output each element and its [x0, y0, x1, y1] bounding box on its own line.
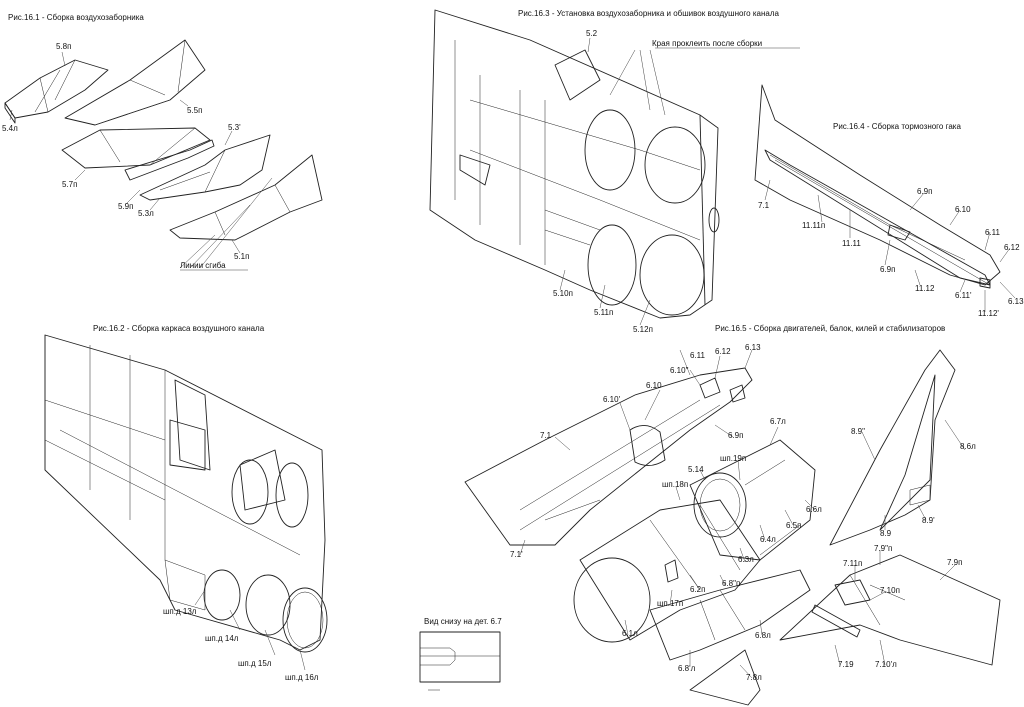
label-f5-5-14: 5.14: [688, 465, 704, 474]
label-5-4l: 5.4л: [2, 124, 18, 133]
label-f4-11-11n: 11.11п: [802, 221, 826, 230]
label-f5-6-9n: 6.9п: [728, 431, 744, 440]
label-sp13: шп.д 13л: [163, 607, 197, 616]
label-f5-7-11n: 7.11п: [843, 559, 863, 568]
label-5-3l: 5.3л: [138, 209, 154, 218]
label-f5-8-6l: 8.6л: [960, 442, 976, 451]
label-5-12n: 5.12п: [633, 325, 653, 334]
label-f5-6-8l: 6.8л: [755, 631, 771, 640]
fig1-title: Рис.16.1 - Сборка воздухозаборника: [8, 13, 144, 22]
label-f5-6-10: 6.10: [646, 381, 662, 390]
fig2-duct-frame: [44, 334, 328, 671]
label-5-11n: 5.11п: [594, 308, 614, 317]
label-f4-6-9n-a: 6.9п: [917, 187, 933, 196]
label-5-5n: 5.5п: [187, 106, 203, 115]
label-f5-6-4l: 6.4л: [760, 535, 776, 544]
label-5-10n: 5.10п: [553, 289, 573, 298]
fig1-intake-parts: [4, 39, 323, 271]
label-f5-sp19n: шп.19п: [720, 454, 747, 463]
label-f4-6-10: 6.10: [955, 205, 971, 214]
label-f4-6-9n-b: 6.9п: [880, 265, 896, 274]
label-f5-6-11: 6.11: [690, 351, 705, 360]
label-f5-6-12: 6.12: [715, 347, 731, 356]
label-f5-6-2n: 6.2п: [690, 585, 706, 594]
label-f5-6-8p-l: 6.8'л: [678, 664, 696, 673]
label-f4-11-12-prime: 11.12': [978, 309, 999, 318]
fig4-tail-hook: [754, 84, 1016, 312]
label-f5-sp18n: шп.18п: [662, 480, 689, 489]
label-f5-7-10p-l: 7.10'л: [875, 660, 897, 669]
label-f5-7-9dd-n: 7.9"п: [874, 544, 893, 553]
fig2-title: Рис.16.2 - Сборка каркаса воздушного кан…: [93, 324, 265, 333]
fig3-title: Рис.16.3 - Установка воздухозаборника и …: [518, 9, 779, 18]
fig5-title: Рис.16.5 - Сборка двигателей, балок, кил…: [715, 324, 946, 333]
label-f5-8-9dd: 8.9": [851, 427, 865, 436]
label-f5-6-7l: 6.7л: [770, 417, 786, 426]
label-f5-sp17n: шп.17п: [657, 599, 684, 608]
label-f5-8-9: 8.9: [880, 529, 892, 538]
label-f5-6-5n: 6.5п: [786, 521, 802, 530]
label-5-2: 5.2: [586, 29, 598, 38]
label-f4-6-12: 6.12: [1004, 243, 1020, 252]
label-sp15: шп.д 15л: [238, 659, 272, 668]
label-f4-6-13: 6.13: [1008, 297, 1024, 306]
label-sp14: шп.д 14л: [205, 634, 239, 643]
label-f5-6-3l: 6.3л: [738, 555, 754, 564]
label-f5-6-6l: 6.6л: [806, 505, 822, 514]
label-f5-7-1p: 7.1': [510, 550, 523, 559]
label-f5-6-8dd-n: 6.8"п: [722, 579, 741, 588]
bend-lines-note: Линии сгиба: [180, 261, 226, 270]
label-5-7n: 5.7п: [62, 180, 78, 189]
fig4-title: Рис.16.4 - Сборка тормозного гака: [833, 122, 961, 131]
label-5-9n: 5.9п: [118, 202, 134, 211]
label-f4-11-12: 11.12: [915, 284, 935, 293]
label-sp16: шп.д 16л: [285, 673, 319, 682]
glue-edges-note: Края проклеить после сборки: [652, 39, 763, 48]
label-f4-6-11-prime: 6.11': [955, 291, 972, 300]
label-f5-7-19: 7.19: [838, 660, 854, 669]
label-f4-7-1: 7.1: [758, 201, 770, 210]
label-f5-8-9p: 8.9': [922, 516, 935, 525]
label-f4-11-11: 11.11: [842, 239, 861, 248]
label-f5-7-10n: 7.10п: [880, 586, 900, 595]
bottom-view-note: Вид снизу на дет. 6.7: [424, 617, 502, 626]
label-f5-6-13: 6.13: [745, 343, 761, 352]
label-f5-7-1: 7.1: [540, 431, 552, 440]
fig5-engines-booms: [419, 349, 1001, 706]
label-f5-6-10dd: 6.10": [670, 366, 689, 375]
label-f5-6-10p: 6.10': [603, 395, 621, 404]
label-f4-6-11: 6.11: [985, 228, 1000, 237]
label-f5-7-9n: 7.9п: [947, 558, 963, 567]
label-f5-6-1l: 6.1л: [622, 629, 638, 638]
fig3-intake-installation: [429, 9, 800, 326]
label-f5-7-8l: 7.8л: [746, 673, 762, 682]
label-5-3-prime: 5.3': [228, 123, 241, 132]
label-5-1n: 5.1п: [234, 252, 250, 261]
label-5-8n: 5.8п: [56, 42, 72, 51]
